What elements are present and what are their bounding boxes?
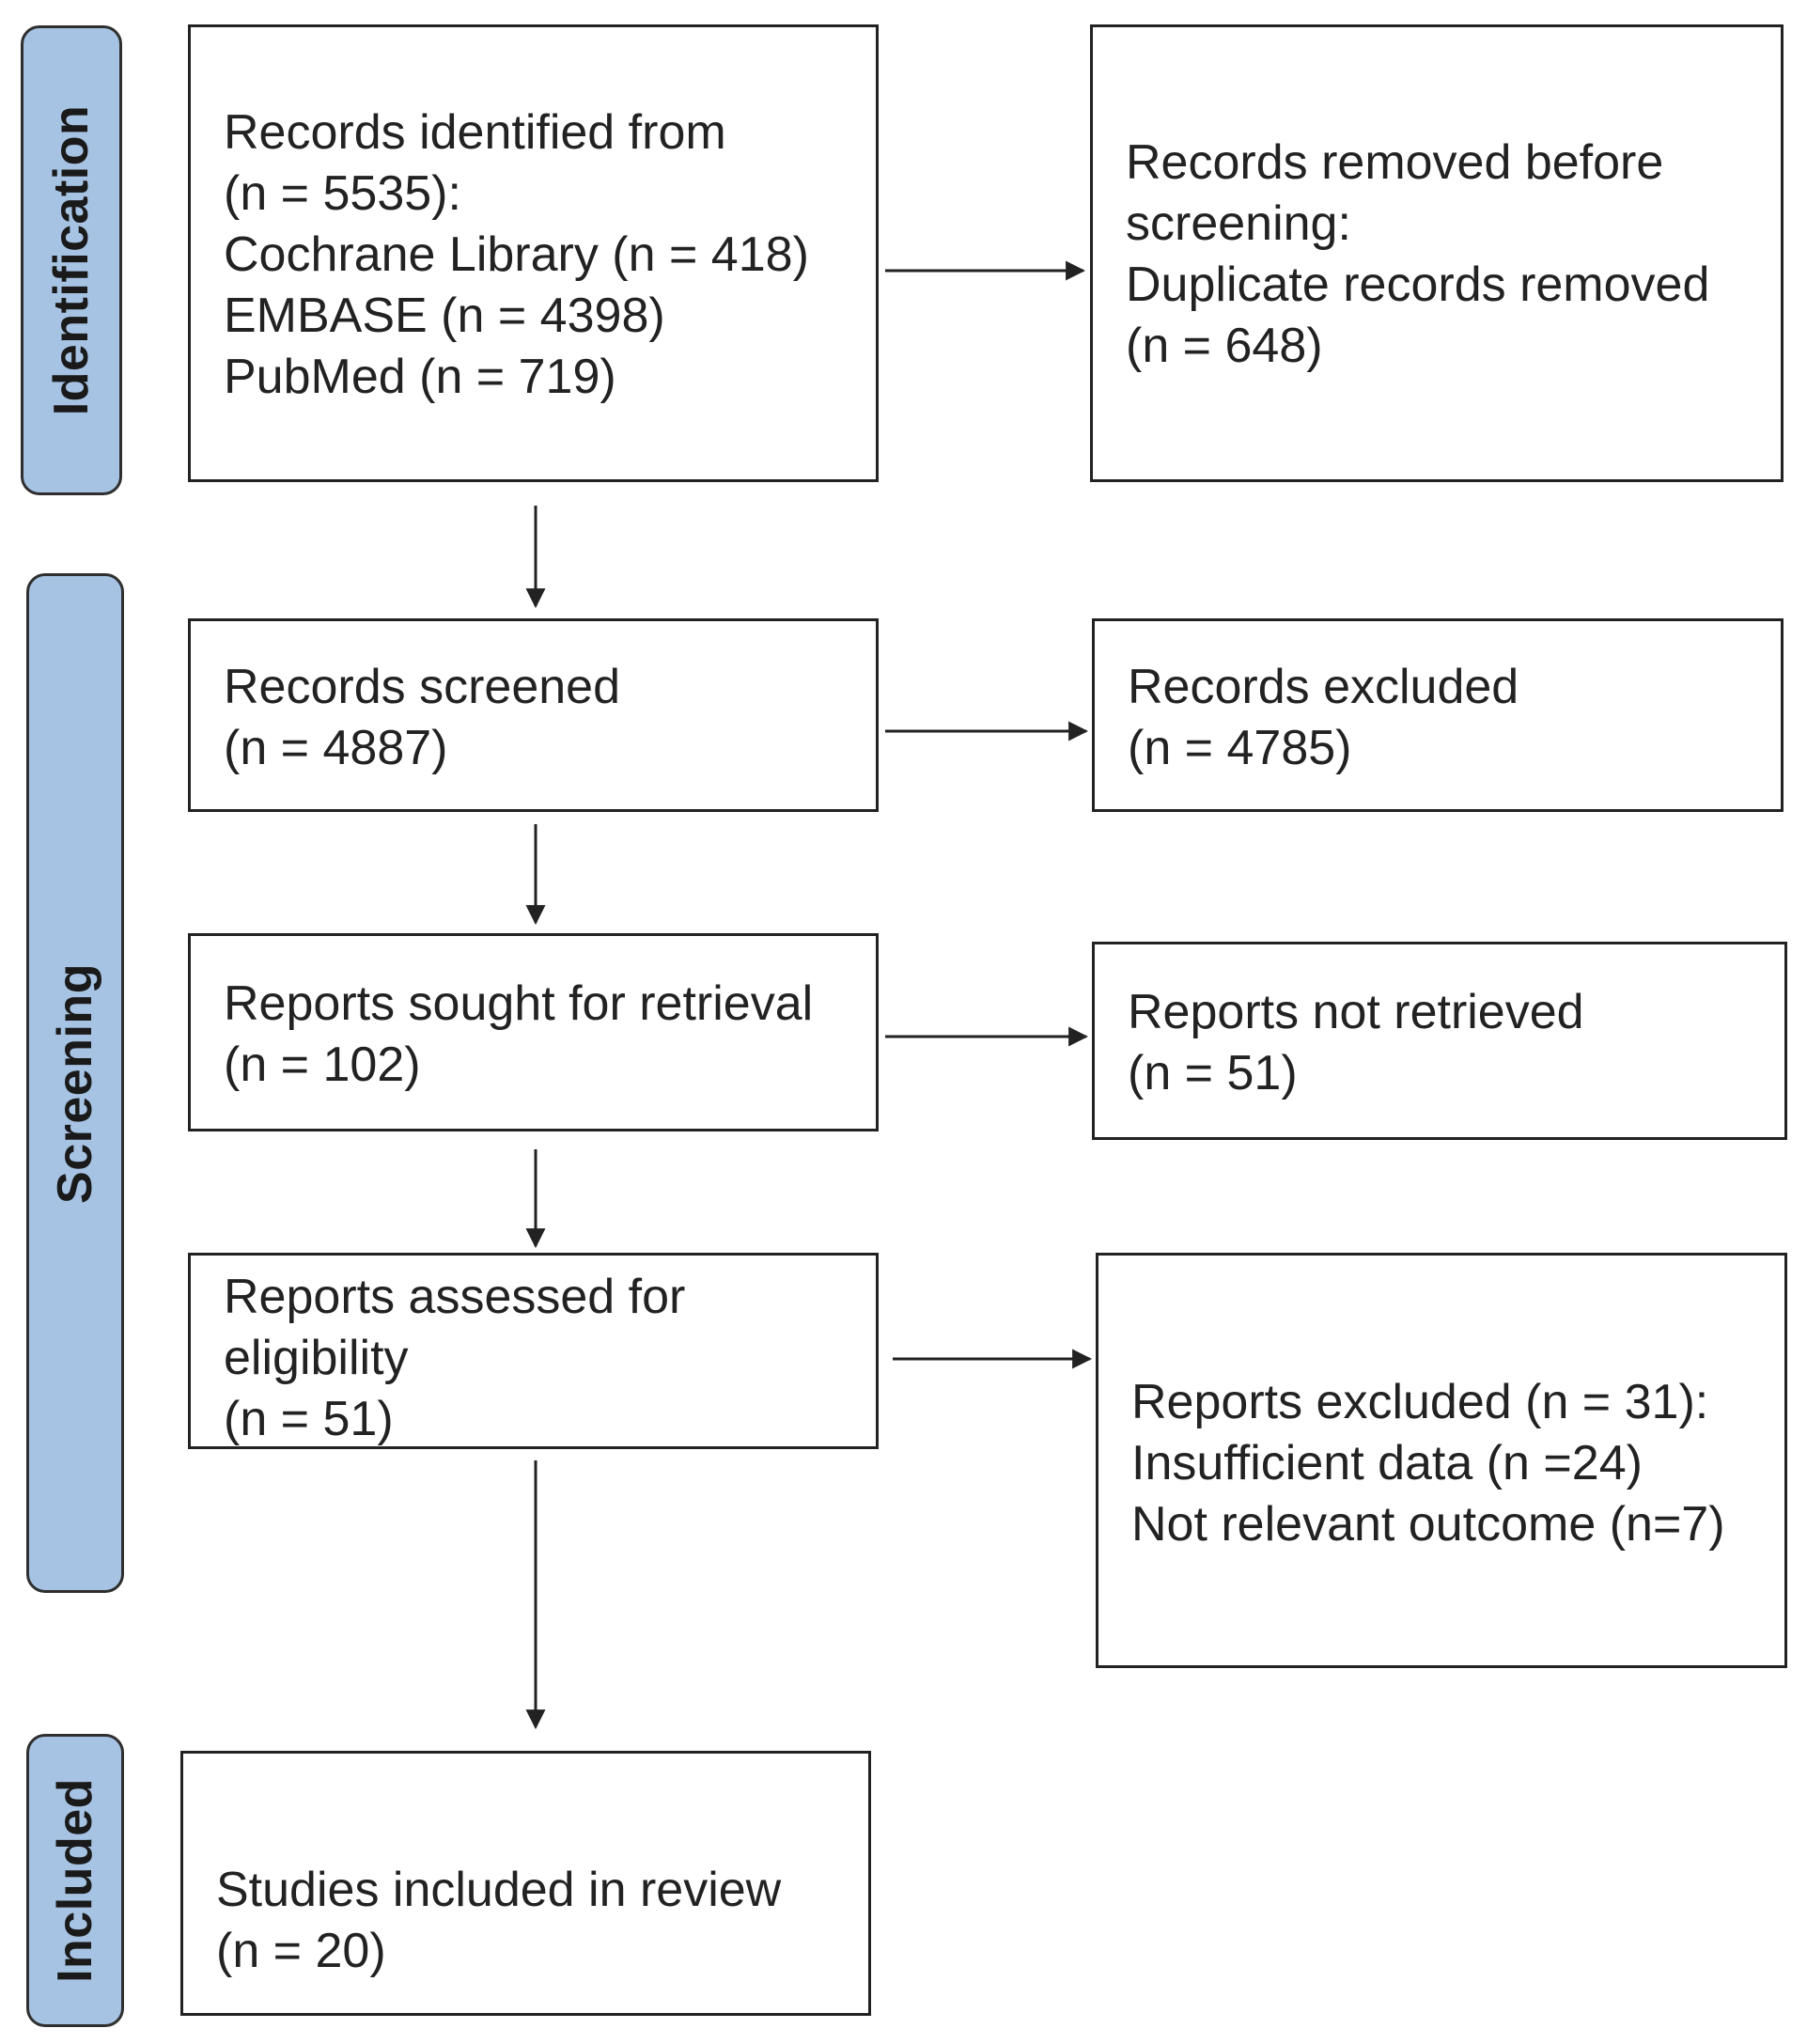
included-line: Studies included in review — [216, 1863, 782, 1917]
reports-excluded-line: Insufficient data (n =24) — [1131, 1436, 1643, 1490]
assessed-line: eligibility — [224, 1331, 409, 1385]
removed-line: Duplicate records removed — [1126, 257, 1710, 312]
identified-line: Cochrane Library (n = 418) — [224, 227, 809, 282]
not-retrieved-line: Reports not retrieved — [1128, 985, 1584, 1039]
excluded-line: (n = 4785) — [1128, 721, 1352, 775]
identified-line: PubMed (n = 719) — [224, 350, 616, 404]
not-retrieved-line: (n = 51) — [1128, 1046, 1298, 1100]
identified-line: Records identified from — [224, 105, 726, 160]
removed-line: Records removed before — [1126, 135, 1664, 190]
box-records-screened: Records screened (n = 4887) — [188, 618, 879, 812]
assessed-line: Reports assessed for — [224, 1270, 686, 1324]
sought-line: (n = 102) — [224, 1038, 421, 1092]
identified-line: EMBASE (n = 4398) — [224, 289, 665, 343]
removed-line: (n = 648) — [1126, 319, 1323, 373]
removed-line: screening: — [1126, 196, 1351, 251]
box-studies-included: Studies included in review (n = 20) — [180, 1751, 871, 2016]
phase-screening: Screening — [26, 573, 124, 1593]
box-records-identified: Records identified from (n = 5535): Coch… — [188, 24, 879, 482]
phase-identification: Identification — [21, 25, 122, 495]
screened-line: (n = 4887) — [224, 721, 448, 775]
box-records-excluded: Records excluded (n = 4785) — [1092, 618, 1784, 812]
box-records-removed: Records removed before screening: Duplic… — [1090, 24, 1784, 482]
box-reports-not-retrieved: Reports not retrieved (n = 51) — [1092, 942, 1787, 1140]
included-line: (n = 20) — [216, 1924, 386, 1978]
box-reports-excluded: Reports excluded (n = 31): Insufficient … — [1096, 1253, 1787, 1668]
box-reports-assessed: Reports assessed for eligibility (n = 51… — [188, 1253, 879, 1449]
assessed-line: (n = 51) — [224, 1392, 394, 1446]
phase-included: Included — [26, 1734, 124, 2027]
reports-excluded-line: Not relevant outcome (n=7) — [1131, 1497, 1725, 1552]
sought-line: Reports sought for retrieval — [224, 976, 814, 1031]
screened-line: Records screened — [224, 660, 620, 714]
excluded-line: Records excluded — [1128, 660, 1519, 714]
box-reports-sought: Reports sought for retrieval (n = 102) — [188, 933, 879, 1131]
reports-excluded-line: Reports excluded (n = 31): — [1131, 1375, 1709, 1429]
identified-line: (n = 5535): — [224, 166, 461, 221]
